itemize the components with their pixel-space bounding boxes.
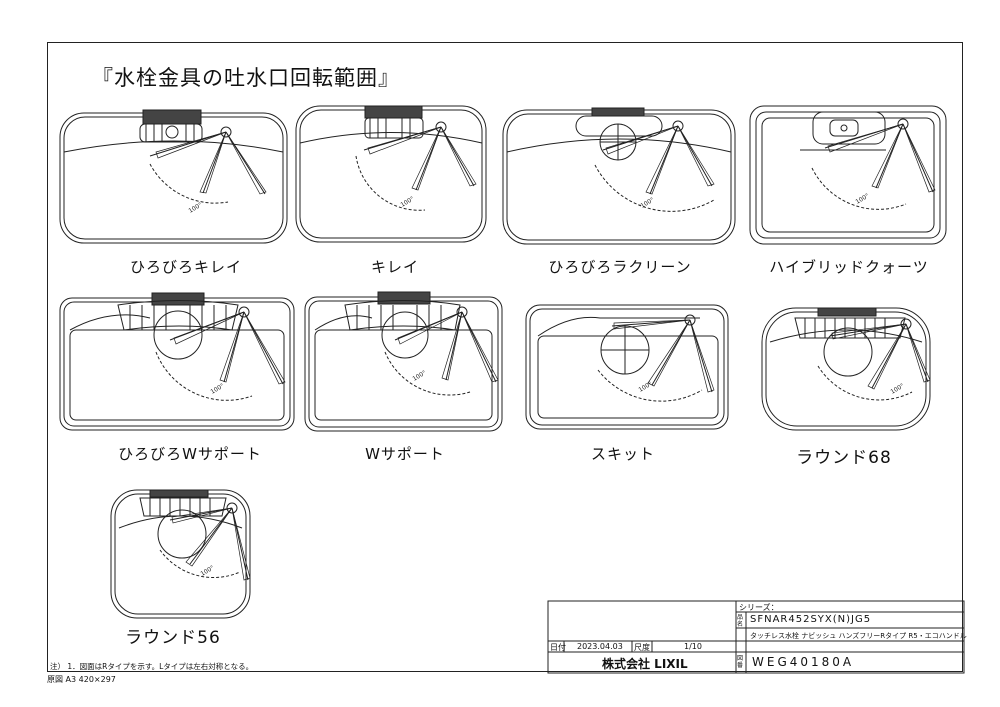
footnote: 注） 1．図面はRタイプを示す。Lタイプは左右対称となる。 [50,662,254,671]
angle-label: 100° [400,195,416,208]
angle-label: 100° [412,369,428,382]
sink-caption: ひろびろWサポート [118,445,262,463]
sink-caption: Wサポート [365,445,445,463]
date-value: 2023.04.03 [577,642,623,651]
sink-drawing-round-68 [761,307,931,431]
angle-label: 100° [200,564,216,577]
title-block-lines [547,600,965,674]
product-name: タッチレス水栓 ナビッシュ ハンズフリーRタイプ R5・エコハンドル [750,632,967,640]
drawing-frame [47,42,963,672]
sink-caption: ひろびろキレイ [129,258,242,276]
sink-caption: ひろびろラクリーン [548,258,692,276]
angle-label: 100° [855,192,871,205]
drawing-number-label: 図番 [737,655,744,669]
scale-label: 尺度 [634,643,650,652]
sink-caption: スキット [590,445,655,463]
drawing-number: WEG40180A [752,655,855,669]
date-label: 日付 [550,643,566,652]
company-name: 株式会社 LIXIL [602,657,688,671]
series-label: シリーズ： [739,603,779,612]
sink-drawing-round-56 [110,489,251,619]
sink-drawing-hirobiro-rakurin [502,107,736,245]
sink-drawing-w-support [304,291,503,432]
model-number: SFNAR452SYX(N)JG5 [750,614,872,625]
angle-label: 100° [638,380,654,393]
scale-value: 1/10 [684,642,702,651]
angle-label: 100° [188,201,204,214]
angle-label: 100° [640,196,656,209]
product-name-label: 品名 [737,614,744,628]
sink-drawing-kirei [295,105,487,243]
sheet-size: 原図 A3 420×297 [47,675,116,684]
sink-drawing-hirobiro-w-support [59,292,295,431]
sink-caption: ラウンド68 [796,448,892,468]
angle-labels: 100° 100° 100° 100° 100° 100° 100° 100° … [188,192,906,577]
angle-label: 100° [890,382,906,395]
sink-drawing-skit [525,304,729,430]
page-title: 『水栓金具の吐水口回転範囲』 [92,66,400,90]
sink-drawing-hybrid-quartz [749,105,947,245]
sink-caption: キレイ [370,258,419,276]
sink-caption: ラウンド56 [125,628,221,648]
sink-drawing-hirobiro-kirei [59,109,288,244]
angle-label: 100° [210,382,226,395]
sink-caption: ハイブリッドクォーツ [769,258,929,276]
